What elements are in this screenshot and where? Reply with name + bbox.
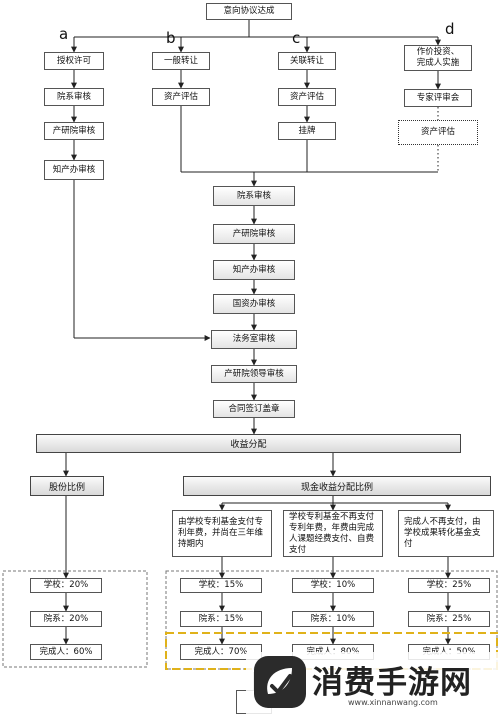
center-step-5: 法务室审核 bbox=[211, 330, 297, 349]
branch-letter-c: c bbox=[292, 29, 301, 47]
watermark-url: www.xinnanwang.com bbox=[348, 698, 438, 707]
equity-school-ratio: 学校：20% bbox=[30, 578, 102, 593]
center-step-4: 国资办审核 bbox=[213, 294, 295, 314]
col-d-step-1: 作价投资、 完成人实施 bbox=[404, 45, 472, 71]
center-step-3: 知产办审核 bbox=[213, 260, 295, 280]
watermark-title: 消费手游网 bbox=[312, 665, 472, 701]
leaf-check-icon bbox=[254, 656, 306, 708]
center-step-7: 合同签订盖章 bbox=[213, 400, 295, 418]
branch-letter-d: d bbox=[445, 20, 455, 38]
cash2-department-ratio: 院系：10% bbox=[292, 611, 374, 627]
cash1-school-ratio: 学校：15% bbox=[180, 578, 262, 593]
cash-condition-1: 由学校专利基金支付专利年费，并尚在三年维持期内 bbox=[172, 510, 272, 557]
equity-department-ratio: 院系：20% bbox=[30, 611, 102, 627]
equity-ratio-bar: 股份比例 bbox=[30, 476, 104, 496]
cash2-school-ratio: 学校：10% bbox=[292, 578, 374, 593]
cash3-department-ratio: 院系：25% bbox=[408, 611, 490, 627]
branch-letter-b: b bbox=[166, 29, 176, 47]
branch-letter-a: a bbox=[59, 25, 69, 43]
col-a-step-4: 知产办审核 bbox=[44, 160, 104, 180]
cash-condition-2: 学校专利基金不再支付专利年费，年费由完成人课题经费支付、自费支付 bbox=[283, 510, 383, 557]
distribution-bar: 收益分配 bbox=[36, 434, 461, 453]
col-a-step-3: 产研院审核 bbox=[44, 122, 104, 140]
equity-inventor-ratio: 完成人：60% bbox=[30, 644, 102, 660]
col-a-step-2: 院系审核 bbox=[44, 88, 104, 106]
col-c-step-1: 关联转让 bbox=[278, 52, 336, 70]
col-d-step-2: 专家评审会 bbox=[404, 89, 472, 107]
center-step-1: 院系审核 bbox=[213, 186, 295, 206]
col-b-step-1: 一般转让 bbox=[152, 52, 210, 70]
col-a-step-1: 授权许可 bbox=[44, 52, 104, 70]
col-d-step-3: 资产评估 bbox=[398, 120, 478, 145]
col-c-step-2: 资产评估 bbox=[278, 88, 336, 106]
col-b-step-2: 资产评估 bbox=[152, 88, 210, 106]
cash1-department-ratio: 院系：15% bbox=[180, 611, 262, 627]
center-step-6: 产研院领导审核 bbox=[211, 365, 297, 383]
col-c-step-3: 挂牌 bbox=[278, 122, 336, 140]
cash3-school-ratio: 学校：25% bbox=[408, 578, 490, 593]
cash-condition-3: 完成人不再支付，由学校成果转化基金支付 bbox=[398, 510, 494, 557]
center-step-2: 产研院审核 bbox=[213, 224, 295, 244]
cash-ratio-bar: 现金收益分配比例 bbox=[183, 476, 491, 496]
intent-agreement-box: 意向协议达成 bbox=[206, 3, 292, 20]
